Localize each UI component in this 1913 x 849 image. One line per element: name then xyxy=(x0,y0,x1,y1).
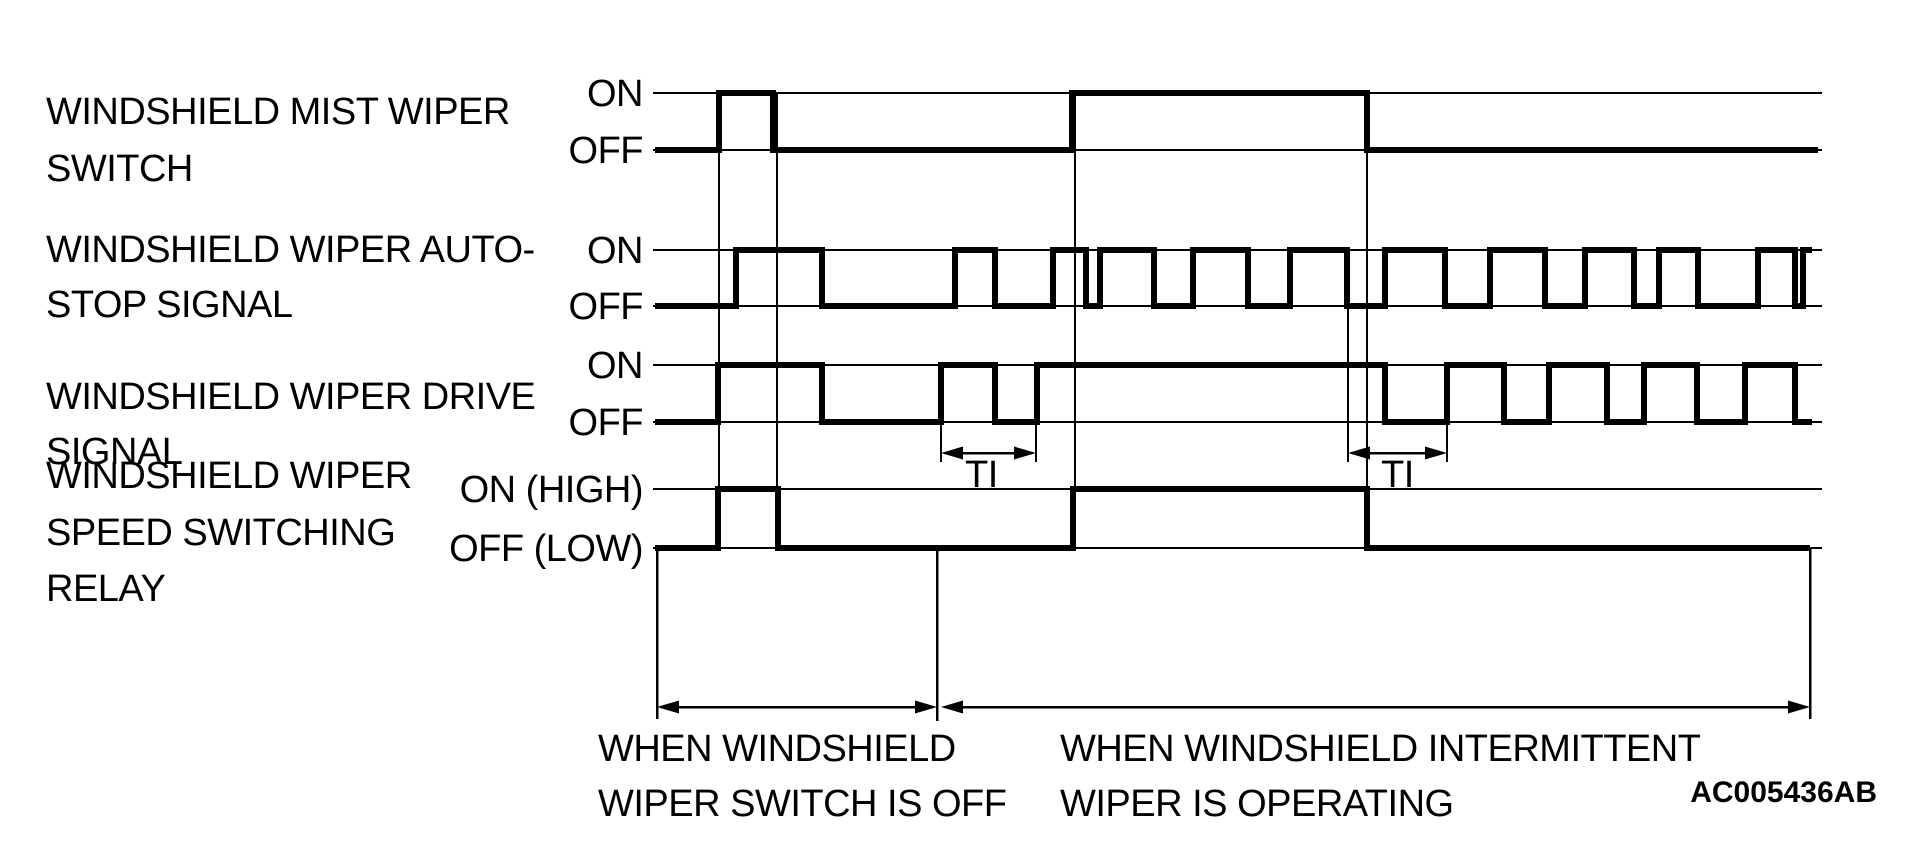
row-label-drive: WINDSHIELD WIPER DRIVE xyxy=(46,376,536,418)
figure-code: AC005436AB xyxy=(1690,776,1877,809)
row-label-autostop: WINDSHIELD WIPER AUTO- xyxy=(46,229,535,271)
level-label-on: ON xyxy=(587,73,644,115)
level-label-off: OFF xyxy=(568,286,644,328)
row-label-drive: SIGNAL xyxy=(46,431,183,473)
ti-interval-label: TI xyxy=(1381,454,1414,496)
row-label-speed-relay: WINDSHIELD WIPER xyxy=(46,455,412,497)
row-label-mist-switch: SWITCH xyxy=(46,148,193,190)
level-label-off-low: OFF (LOW) xyxy=(449,528,643,570)
level-label-off: OFF xyxy=(568,130,644,172)
ti-interval-label: TI xyxy=(965,454,998,496)
level-label-off: OFF xyxy=(568,402,644,444)
caption-intermittent: WHEN WINDSHIELD INTERMITTENT xyxy=(1060,728,1701,770)
caption-switch-off: WHEN WINDSHIELD xyxy=(598,728,956,770)
row-label-speed-relay: SPEED SWITCHING xyxy=(46,512,396,554)
row-label-autostop: STOP SIGNAL xyxy=(46,284,293,326)
row-label-speed-relay: RELAY xyxy=(46,568,166,610)
caption-switch-off: WIPER SWITCH IS OFF xyxy=(598,783,1007,825)
level-label-on-high: ON (HIGH) xyxy=(459,469,644,511)
row-label-mist-switch: WINDSHIELD MIST WIPER xyxy=(46,91,510,133)
level-label-on: ON xyxy=(587,230,644,272)
caption-intermittent: WIPER IS OPERATING xyxy=(1060,783,1454,825)
level-label-on: ON xyxy=(587,345,644,387)
